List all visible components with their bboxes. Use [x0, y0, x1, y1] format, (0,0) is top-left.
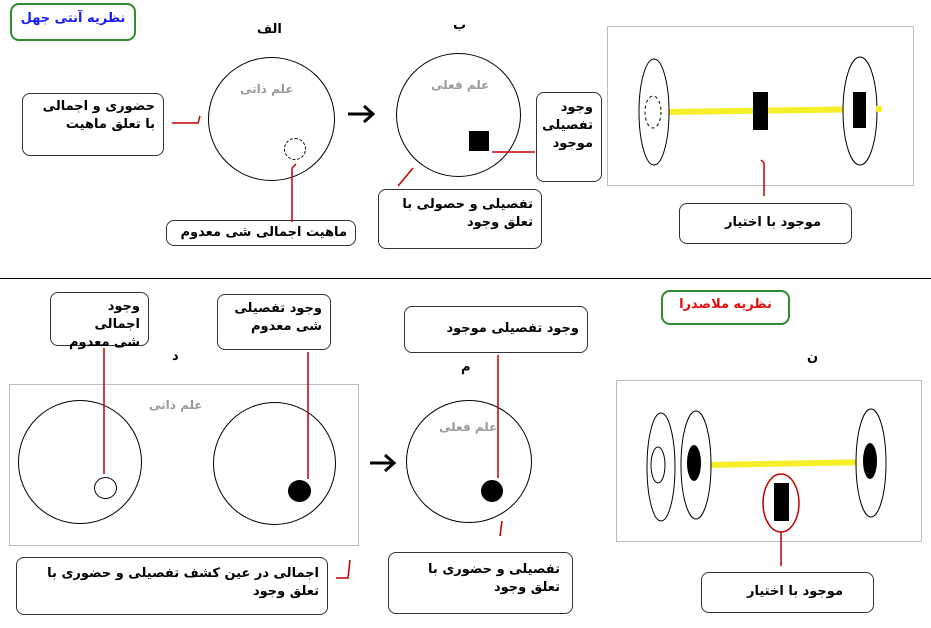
bottom-title-text: نظریه ملاصدرا — [679, 297, 772, 312]
pointer-ejmali-dar-ayn — [336, 559, 351, 579]
box-mahiyat-ejmali: ماهیت اجمالی شی معدوم — [166, 220, 356, 246]
top-title: نظریه آنتی جهل — [10, 3, 136, 41]
black-dot-tafsili — [288, 480, 311, 502]
box-hozuri-ejmali: حضوری و اجمالی با تعلق ماهیت — [22, 93, 164, 156]
label-dal: د — [172, 349, 179, 364]
circle-ilm-feli-bottom — [406, 400, 532, 523]
box-tafsili-hosuli: تفصیلی و حصولی با تعلق وجود — [378, 189, 542, 249]
box-vojud-line1: وجود — [560, 100, 593, 115]
circle-label-ilm-feli-bottom: علم فعلی — [439, 420, 498, 434]
slider-block-top — [753, 92, 768, 130]
label-be: ب — [453, 18, 467, 33]
small-dashed-circle — [284, 138, 306, 160]
pointer-tafsili-hosuli — [397, 167, 414, 187]
wheel-outer-left-inner — [650, 446, 666, 484]
wheel-right-block-top — [853, 92, 866, 128]
wheel-left-inner-top — [644, 95, 662, 129]
circle-ilm-feli-top — [396, 53, 521, 177]
black-square — [469, 131, 489, 151]
box-hozuri-line1: حضوری و اجمالی — [42, 99, 155, 114]
box-vojud-line2: تفصیلی — [542, 118, 593, 133]
box-mojud-ekhtiar-top-text: موجود با اختیار — [724, 215, 821, 230]
section-divider — [0, 278, 931, 279]
process-arrow-top — [348, 104, 376, 124]
bottom-title: نظریه ملاصدرا — [661, 290, 790, 325]
pointer-mojud-ekhtiar-top — [760, 159, 765, 196]
box-mojud-ekhtiar-bottom: موجود با اختیار — [701, 572, 874, 613]
small-white-circle — [94, 477, 117, 499]
box-mojud-ekhtiar-top: موجود با اختیار — [679, 203, 852, 244]
box-ejmali-dar-ayn-line1: اجمالی در عین کشف تفصیلی و حضوری با — [47, 566, 319, 581]
slider-block-bottom — [774, 483, 789, 521]
wheel-left-dot-bottom — [687, 445, 701, 481]
mechanism-top — [638, 56, 882, 166]
label-mim: م — [461, 360, 471, 375]
box-mahiyat-line1: ماهیت اجمالی شی معدوم — [180, 225, 348, 240]
box-ejmali-dar-ayn-line2: تعلق وجود — [252, 584, 319, 599]
box-mojud-ekhtiar-bottom-text: موجود با اختیار — [746, 584, 843, 599]
box-vojud-ejmali: وجود اجمالی شی معدوم — [50, 292, 149, 350]
box-vojud-ejmali-line1: وجود اجمالی — [94, 299, 140, 332]
box-tafsili-hosuli-line2: تعلق وجود — [466, 215, 533, 230]
box-tafsili-hozuri-line1: تفصیلی و حضوری با — [428, 562, 560, 577]
box-vojud-tafsili-mojud-text: وجود تفصیلی موجود — [446, 321, 579, 336]
circle-ejmali — [18, 400, 142, 524]
box-tafsili-hosuli-line1: تفصیلی و حصولی با — [402, 197, 533, 212]
wheel-left-top — [638, 58, 670, 166]
black-dot-feli — [481, 480, 503, 502]
pointer-mahiyat — [291, 163, 297, 222]
pointer-tafsili-hozuri — [499, 520, 503, 537]
circle-tafsili — [213, 402, 336, 525]
box-vojud-tafsili-madum: وجود تفصیلی شی معدوم — [217, 294, 331, 350]
box-vojud-tafsili-madum-line2: شی معدوم — [251, 319, 322, 334]
label-nun: ن — [807, 350, 819, 365]
box-tafsili-hozuri-line2: تعلق وجود — [493, 580, 560, 595]
box-hozuri-line2: با تعلق ماهیت — [65, 117, 155, 132]
circle-ilm-zati-top — [208, 57, 335, 181]
circle-label-ilm-zati-bottom: علم ذاتی — [149, 398, 203, 412]
box-tafsili-hozuri: تفصیلی و حضوری با تعلق وجود — [388, 552, 573, 614]
box-vojud-line3: موجود — [552, 136, 593, 151]
wheel-right-dot-bottom — [863, 443, 877, 479]
pointer-hozuri — [172, 115, 201, 124]
box-vojud-tafsili-madum-line1: وجود تفصیلی — [234, 301, 322, 316]
circle-label-ilm-zati-top: علم ذاتی — [240, 82, 294, 96]
box-vojud-tafsili-mojud: وجود تفصیلی موجود — [536, 92, 602, 182]
label-alef: الف — [257, 22, 282, 37]
box-vojud-tafsili-mojud: وجود تفصیلی موجود — [404, 306, 588, 353]
mechanism-bottom — [646, 408, 887, 533]
circle-label-ilm-feli-top: علم فعلی — [431, 78, 490, 92]
process-arrow-bottom — [370, 453, 397, 473]
box-ejmali-dar-ayn: اجمالی در عین کشف تفصیلی و حضوری با تعلق… — [16, 557, 328, 615]
top-title-text: نظریه آنتی جهل — [20, 11, 126, 26]
box-vojud-ejmali-line2: شی معدوم — [69, 335, 140, 350]
axle-bottom — [705, 459, 873, 468]
